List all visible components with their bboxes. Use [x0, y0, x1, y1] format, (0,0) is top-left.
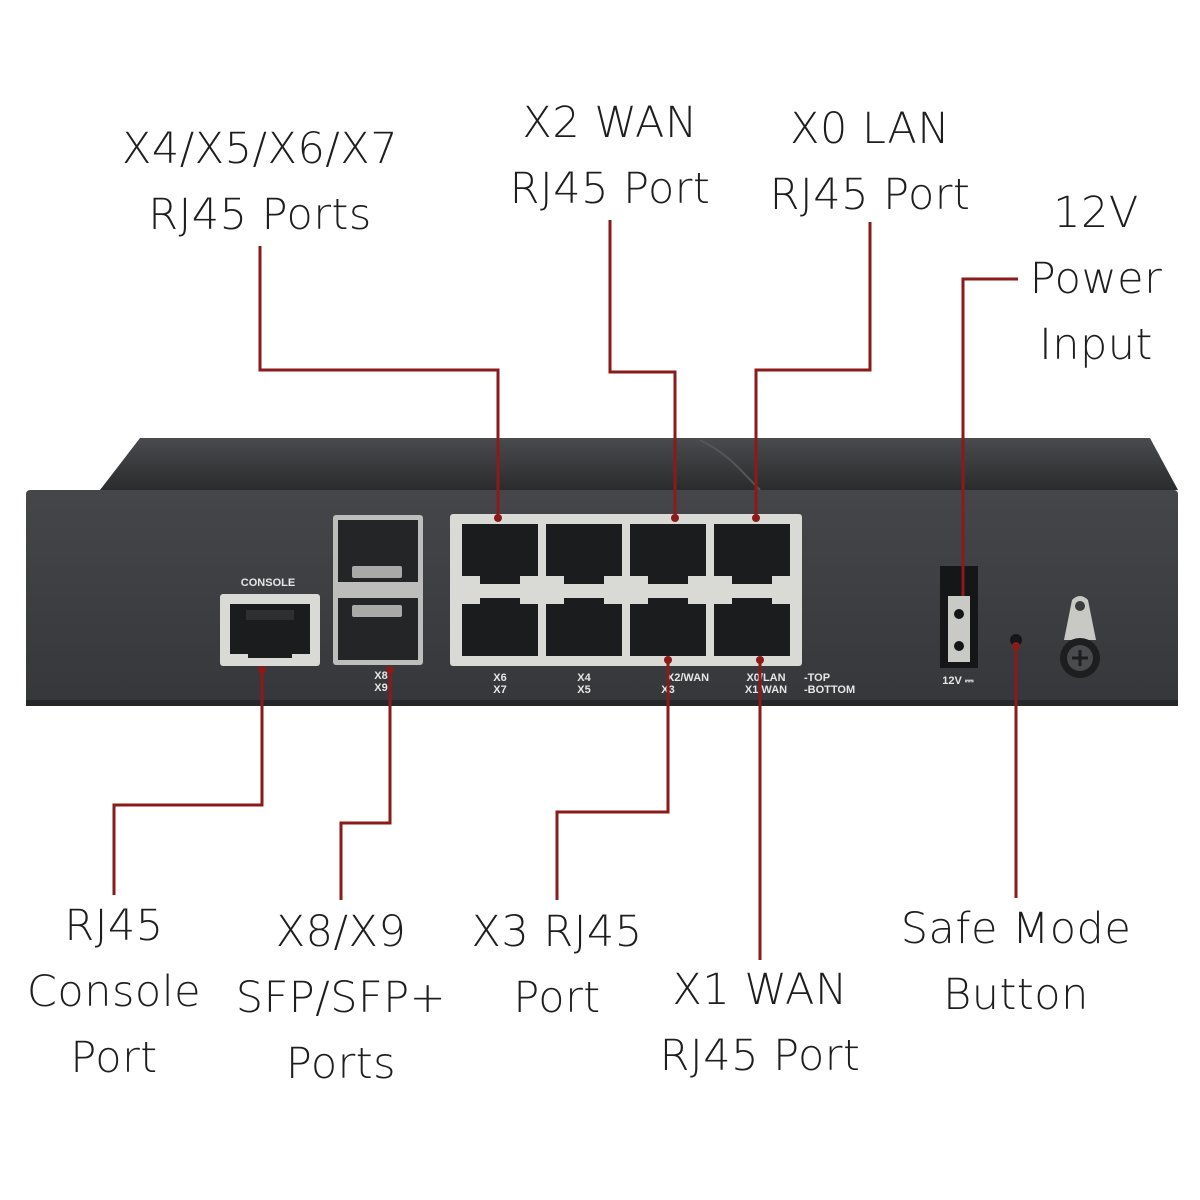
rj45-port	[714, 598, 790, 656]
rj45-port	[546, 598, 622, 656]
callout-sfp: X8/X9 SFP/SFP+ Ports	[236, 899, 446, 1097]
callout-safe-mode: Safe Mode Button	[901, 896, 1132, 1028]
callout-line: X2 WAN	[522, 98, 698, 148]
leader-power	[961, 277, 1018, 596]
callout-line: X3 RJ45	[471, 907, 643, 957]
callout-line: SFP/SFP+	[235, 973, 447, 1023]
port-label-x4: X4	[577, 672, 591, 684]
callout-line: RJ45 Ports	[148, 190, 372, 240]
callout-line: X8/X9	[275, 907, 407, 957]
callout-line: 12V	[1053, 188, 1139, 238]
callout-x4-x7: X4/X5/X6/X7 RJ45 Ports	[122, 116, 398, 248]
callout-line: RJ45	[64, 901, 164, 951]
callout-console: RJ45 Console Port	[27, 893, 201, 1091]
safe-mode-button	[1010, 634, 1022, 646]
rj45-port-block	[450, 514, 802, 666]
rj45-port	[714, 524, 790, 584]
callout-line: Port	[513, 973, 601, 1023]
callout-line: Ports	[285, 1039, 397, 1089]
port-label-x5: X5	[577, 684, 590, 696]
leader-x2-wan	[608, 220, 677, 518]
callout-x0-lan: X0 LAN RJ45 Port	[770, 96, 971, 228]
power-silk-label: 12V ⎓	[942, 675, 974, 687]
rj45-port	[630, 598, 706, 656]
power-connector	[940, 566, 978, 668]
callout-line: RJ45 Port	[769, 170, 971, 220]
callout-line: RJ45 Port	[509, 164, 711, 214]
callout-x3: X3 RJ45 Port	[471, 899, 642, 1031]
sfp-cage	[333, 515, 423, 665]
callout-line: Power	[1029, 254, 1163, 304]
leader-x3	[555, 660, 670, 900]
leader-x0-lan	[754, 222, 872, 518]
callout-line: Port	[70, 1033, 158, 1083]
leader-endpoints	[258, 514, 1020, 674]
callout-line: X4/X5/X6/X7	[121, 124, 399, 174]
port-label-x6: X6	[493, 672, 506, 684]
console-port	[220, 594, 320, 666]
callout-line: RJ45 Port	[659, 1031, 861, 1081]
callout-line: Button	[943, 970, 1089, 1020]
leader-sfp	[339, 670, 392, 900]
rj45-port	[630, 524, 706, 584]
callout-line: X1 WAN	[672, 965, 848, 1015]
legend-bottom: -BOTTOM	[804, 684, 855, 696]
callout-line: X0 LAN	[789, 104, 950, 154]
rj45-port	[462, 524, 538, 584]
callout-x2-wan: X2 WAN RJ45 Port	[510, 90, 711, 222]
leader-x4-x7	[258, 246, 500, 518]
callout-line: Input	[1039, 320, 1153, 370]
port-label-x7: X7	[493, 684, 506, 696]
port-label-x1wan: X1/WAN	[745, 684, 787, 696]
callout-power: 12V Power Input	[1030, 180, 1163, 378]
port-label-x0lan: X0/LAN	[746, 672, 785, 684]
grounding-screw	[1060, 596, 1100, 678]
sfp-label-bottom: X9	[374, 682, 387, 694]
port-label-x2wan: X2/WAN	[667, 672, 709, 684]
leader-console	[112, 670, 264, 895]
callout-x1-wan: X1 WAN RJ45 Port	[660, 957, 861, 1089]
rj45-port	[546, 524, 622, 584]
rj45-port	[462, 598, 538, 656]
sfp-label-top: X8	[374, 670, 387, 682]
console-silk-label: CONSOLE	[241, 577, 295, 589]
legend-top: -TOP	[804, 672, 830, 684]
callout-line: Safe Mode	[900, 904, 1132, 954]
callout-line: Console	[26, 967, 202, 1017]
leader-lines	[112, 220, 1018, 960]
